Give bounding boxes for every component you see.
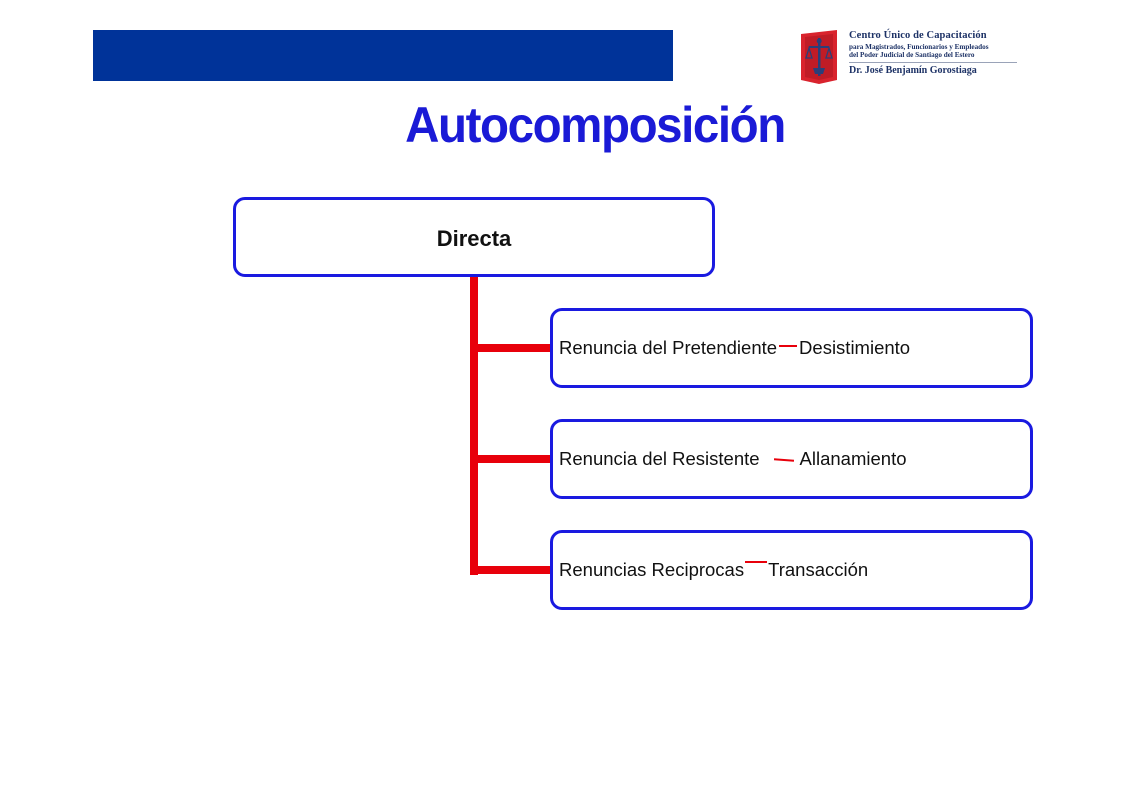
logo-title: Centro Único de Capacitación — [849, 30, 987, 41]
dash-connector-1 — [779, 345, 798, 347]
diagram-node-transaccion: Renuncias Reciprocas Transacción — [550, 530, 1033, 610]
diagram-node-allanamiento: Renuncia del Resistente Allanamiento — [550, 419, 1033, 499]
node-2-right-label: Allanamiento — [799, 448, 907, 469]
logo-subtitle-2: del Poder Judicial de Santiago del Ester… — [849, 51, 975, 59]
logo-person: Dr. José Benjamín Gorostiaga — [849, 65, 977, 76]
connector-branch-3 — [470, 566, 553, 574]
institution-logo: Centro Único de Capacitación para Magist… — [797, 28, 1022, 86]
node-2-left-label: Renuncia del Resistente — [559, 448, 760, 469]
node-3-left-label: Renuncias Reciprocas — [559, 559, 745, 580]
justice-seal-icon — [801, 30, 837, 84]
connector-branch-2 — [470, 455, 553, 463]
header-bar — [93, 30, 673, 81]
node-1-right-label: Desistimiento — [799, 337, 911, 358]
logo-text: Centro Único de Capacitación para Magist… — [849, 30, 1024, 76]
connector-branch-1 — [470, 344, 553, 352]
logo-divider — [849, 62, 1017, 63]
root-node-label: Directa — [436, 226, 512, 251]
node-3-right-label: Transacción — [768, 559, 869, 580]
page-title: Autocomposición — [405, 97, 786, 153]
diagram-node-desistimiento: Renuncia del Pretendiente Desistimiento — [550, 308, 1033, 388]
logo-subtitle-1: para Magistrados, Funcionarios y Emplead… — [849, 43, 989, 51]
dash-connector-2 — [773, 458, 794, 462]
node-1-left-label: Renuncia del Pretendiente — [559, 337, 778, 358]
dash-connector-3 — [745, 561, 768, 563]
diagram-root-node: Directa — [233, 197, 715, 277]
connector-vertical — [470, 275, 478, 575]
